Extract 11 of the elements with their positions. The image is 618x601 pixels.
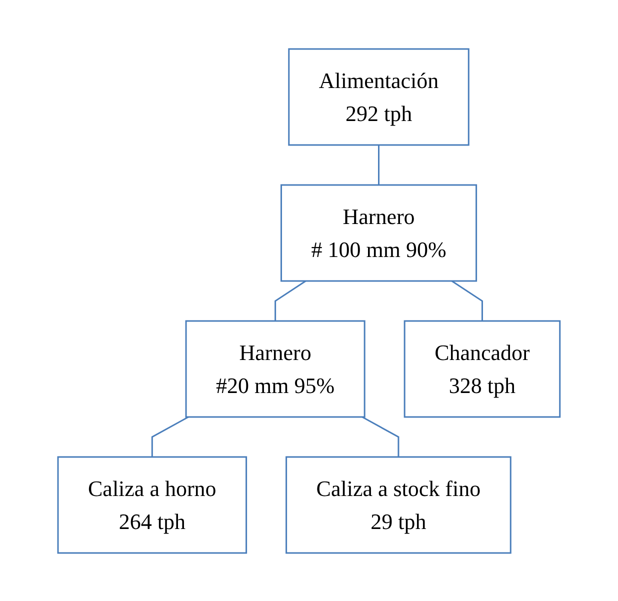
node-box: Alimentación 292 tph <box>288 48 470 146</box>
node-box: Caliza a horno 264 tph <box>57 456 248 554</box>
connector <box>451 280 484 320</box>
connector <box>151 416 189 456</box>
node-box: Harnero #20 mm 95% <box>185 320 366 418</box>
node-box: Caliza a stock fino 29 tph <box>286 456 512 554</box>
node-box: Chancador 328 tph <box>404 320 561 418</box>
connector <box>362 416 400 456</box>
connector <box>378 144 380 184</box>
node-box: Harnero # 100 mm 90% <box>280 184 478 282</box>
connector <box>274 280 306 320</box>
